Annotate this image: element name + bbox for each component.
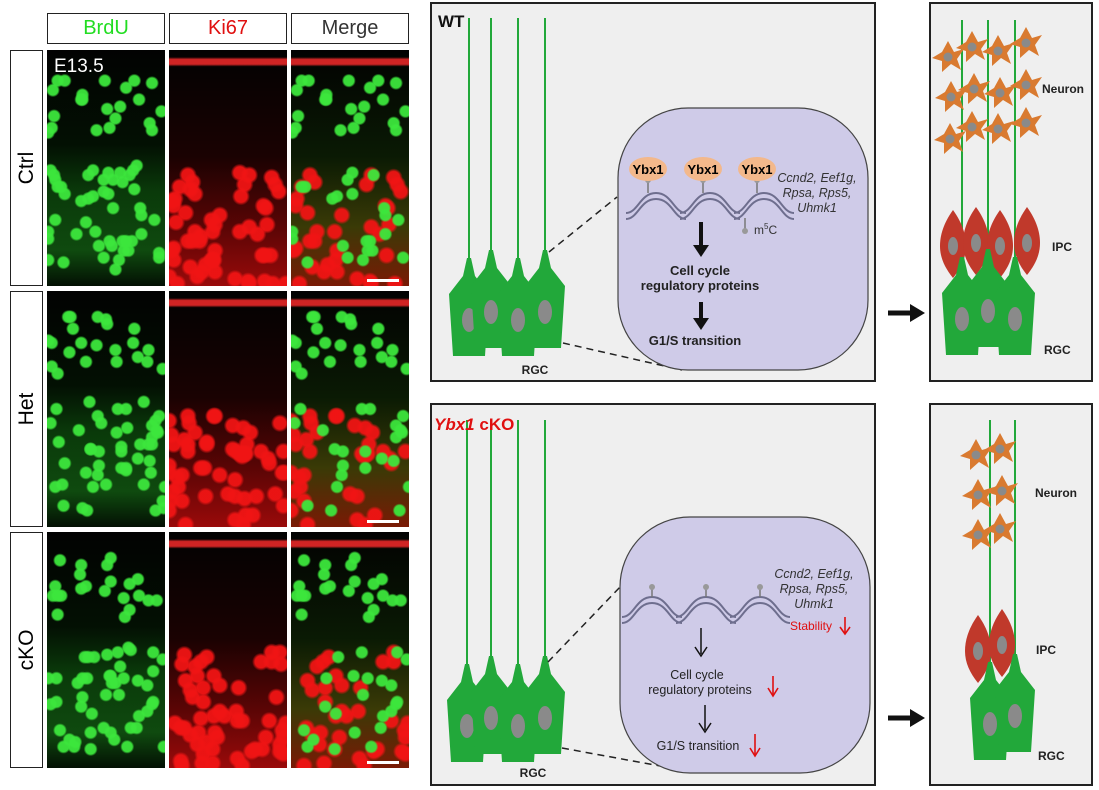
wt-step2: G1/S transition bbox=[649, 333, 742, 348]
row-header-ctrl: Ctrl bbox=[10, 50, 43, 286]
cko-neuron-label: Neuron bbox=[1035, 486, 1077, 500]
wt-neuron-1 bbox=[932, 41, 964, 72]
wt-gene-line-3: Uhmk1 bbox=[797, 201, 837, 215]
cko-neuron-4 bbox=[986, 475, 1018, 506]
scale-bar bbox=[367, 520, 399, 523]
micrograph-panel-het-brdu bbox=[47, 291, 165, 527]
wt-rgc-group bbox=[449, 18, 565, 356]
ybx1-proteins: Ybx1 Ybx1 Ybx1 bbox=[629, 157, 776, 181]
ybx1-label-3: Ybx1 bbox=[741, 162, 772, 177]
wt-gene-line-2: Rpsa, Rps5, bbox=[783, 186, 852, 200]
column-header-ki67: Ki67 bbox=[169, 13, 287, 44]
cko-outcome-cells bbox=[960, 420, 1035, 760]
wt-neuron-8 bbox=[1010, 69, 1042, 100]
row-label-het: Het bbox=[14, 392, 38, 426]
cko-neuron-3 bbox=[962, 479, 994, 510]
cko-gene-line-3: Uhmk1 bbox=[794, 597, 834, 611]
wt-neuron-7 bbox=[984, 77, 1016, 108]
scale-bar bbox=[367, 761, 399, 764]
micrograph-panel-het-merge bbox=[291, 291, 409, 527]
cko-ipc-label: IPC bbox=[1036, 643, 1056, 657]
cko-mechanism-bubble bbox=[619, 516, 871, 774]
micrograph-panel-cko-brdu bbox=[47, 532, 165, 768]
cko-outcome-box bbox=[929, 403, 1093, 786]
wt-step1-line1: Cell cycle bbox=[670, 263, 730, 278]
micrograph-panel-ctrl-merge bbox=[291, 50, 409, 286]
cko-step1-line1: Cell cycle bbox=[670, 668, 724, 682]
row-header-cko: cKO bbox=[10, 532, 43, 768]
stability-label: Stability bbox=[790, 619, 832, 633]
wt-neuron-11 bbox=[982, 113, 1014, 144]
column-label-ki67: Ki67 bbox=[207, 17, 249, 39]
ybx1-label-2: Ybx1 bbox=[687, 162, 718, 177]
wt-neuron-5 bbox=[935, 81, 967, 112]
wt-neuron-label: Neuron bbox=[1042, 82, 1084, 96]
wt-neuron-10 bbox=[956, 111, 988, 142]
wt-neuron-12 bbox=[1010, 107, 1042, 138]
wt-neuron-4 bbox=[1010, 27, 1042, 58]
wt-outcome-box bbox=[929, 2, 1093, 382]
wt-box bbox=[430, 2, 876, 382]
cko-neuron-6 bbox=[984, 513, 1016, 544]
cko-step1-line2: regulatory proteins bbox=[648, 683, 752, 697]
cko-rgc-group bbox=[447, 420, 565, 762]
column-header-brdu: BrdU bbox=[47, 13, 165, 44]
cko-rgc-label: RGC bbox=[520, 766, 547, 780]
wt-title: WT bbox=[438, 12, 465, 31]
column-label-brdu: BrdU bbox=[83, 17, 129, 39]
cko-gene-line-2: Rpsa, Rps5, bbox=[780, 582, 849, 596]
micrograph-panel-cko-merge bbox=[291, 532, 409, 768]
wt-neuron-2 bbox=[956, 31, 988, 62]
scale-bar bbox=[367, 279, 399, 282]
column-label-merge: Merge bbox=[321, 17, 379, 39]
cko-neuron-1 bbox=[960, 439, 992, 470]
wt-neuron-3 bbox=[982, 35, 1014, 66]
micrograph-panel-cko-ki67 bbox=[169, 532, 287, 768]
wt-mechanism-bubble bbox=[617, 107, 869, 371]
cko-step2: G1/S transition bbox=[657, 739, 740, 753]
column-header-merge: Merge bbox=[291, 13, 409, 44]
wt-step1-line2: regulatory proteins bbox=[641, 278, 759, 293]
wt-dna-group bbox=[625, 177, 795, 234]
m5c-label: m5C bbox=[754, 222, 777, 237]
wt-ipc-label: IPC bbox=[1052, 240, 1072, 254]
cko-box bbox=[430, 403, 876, 786]
micrograph-panel-het-ki67 bbox=[169, 291, 287, 527]
cko-neuron-2 bbox=[984, 433, 1016, 464]
cko-outcome-rgc-label: RGC bbox=[1038, 749, 1065, 763]
wt-outcome-rgc-label: RGC bbox=[1044, 343, 1071, 357]
ybx1-label-1: Ybx1 bbox=[632, 162, 663, 177]
row-label-cko: cKO bbox=[14, 629, 38, 671]
row-label-ctrl: Ctrl bbox=[14, 151, 38, 185]
stage-label: E13.5 bbox=[54, 56, 104, 77]
cko-dna-group bbox=[621, 584, 791, 624]
wt-gene-line-1: Ccnd2, Eef1g, bbox=[777, 171, 856, 185]
wt-neuron-6 bbox=[958, 73, 990, 104]
micrograph-panel-ctrl-brdu bbox=[47, 50, 165, 286]
wt-rgc-label: RGC bbox=[522, 363, 549, 377]
cko-neuron-5 bbox=[962, 519, 994, 550]
cko-title: Ybx1 cKO bbox=[434, 415, 514, 434]
cko-gene-line-1: Ccnd2, Eef1g, bbox=[774, 567, 853, 581]
micrograph-panel-ctrl-ki67 bbox=[169, 50, 287, 286]
row-header-het: Het bbox=[10, 291, 43, 527]
wt-outcome-cells bbox=[932, 20, 1042, 355]
wt-neuron-9 bbox=[934, 123, 966, 154]
